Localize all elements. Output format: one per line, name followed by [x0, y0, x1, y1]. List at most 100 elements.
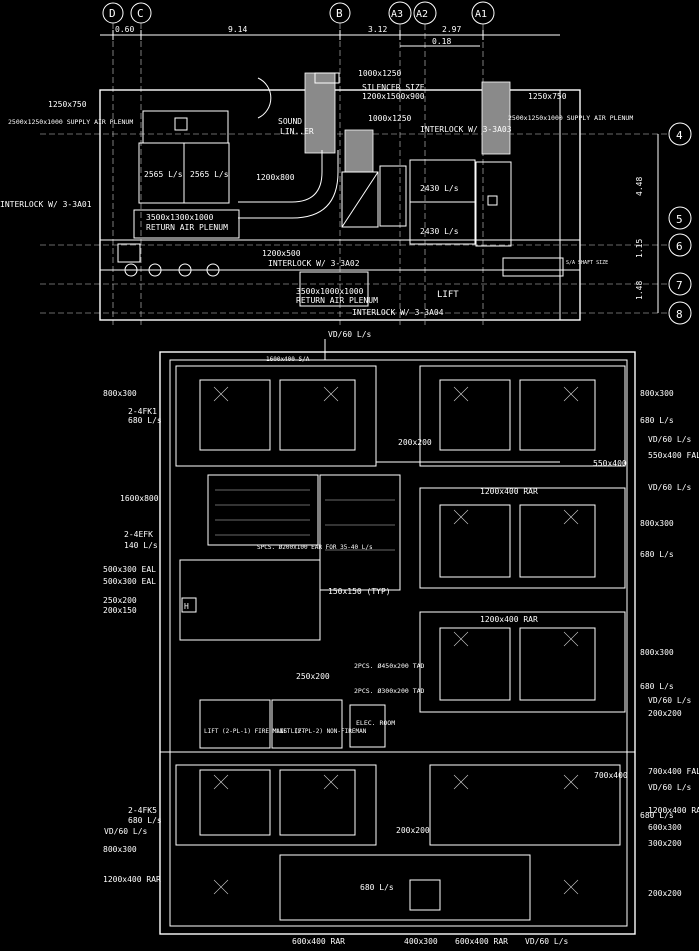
note-150: 150x150 (TYP) — [328, 587, 391, 596]
dim-right-9: 700x400 FAL — [648, 767, 699, 776]
dim-top-2: 3.12 — [368, 25, 387, 34]
bottom-dim-2: 600x400 RAR — [455, 937, 508, 946]
side-dimension-line: 4.48 1.15 1.48 — [635, 134, 659, 313]
dim-1200x500: 1200x500 — [262, 249, 301, 258]
fcu-zone-mid-right-1: 1200x400 RAR 800x300 680 L/s — [419, 487, 674, 589]
silencer-dims: 1200x1500x900 — [362, 92, 425, 101]
dim-1250x750-right: 1250x750 — [528, 92, 567, 101]
dim-1000x1250-a: 1000x1250 — [358, 69, 402, 78]
rar-note-2: 1200x400 RAR — [480, 615, 538, 624]
top-plan-walls — [99, 77, 581, 321]
grid-col-B: B — [336, 7, 343, 20]
plenum-bottom-name: RETURN AIR PLENUM — [296, 296, 378, 305]
ahu-flow-2: 2565 L/s — [190, 170, 229, 179]
dim-1000x1250-b: 1000x1250 — [368, 114, 412, 123]
dim-side-0: 4.48 — [635, 177, 644, 196]
svg-text:H: H — [184, 602, 189, 611]
dim-right-8: 200x200 — [648, 709, 682, 718]
plenum-bottom-strip: 1200x500 INTERLOCK W/ 3-3A02 3500x1000x1… — [117, 243, 608, 317]
dim-left-0: 800x300 — [103, 389, 137, 398]
vd-label-top: VD/60 L/s — [328, 330, 372, 339]
stair-core: 1600x800 2-4EFK 140 L/s SPCS. Ø200x100 E… — [103, 474, 401, 641]
lift-1: LIFT (2-PL-1) FIRE MANS LIFT — [204, 728, 306, 735]
top-dimension-line: 0.60 9.14 3.12 2.97 0.18 — [100, 25, 560, 47]
dim-left-5: 200x150 — [103, 606, 137, 615]
vd-right-2: VD/60 L/s — [648, 696, 692, 705]
interlock-3a04: INTERLOCK W/ 3-3A04 — [352, 308, 444, 317]
dim-side-2: 1.48 — [635, 281, 644, 300]
grid-col-A3: A3 — [391, 9, 403, 20]
fal-right-0: 550x400 FAL — [648, 451, 699, 460]
diffusers — [213, 386, 579, 895]
dim-right-11: 1200x400 RAR — [648, 806, 699, 815]
dim-side-1: 1.15 — [635, 239, 644, 258]
silencer-mid — [344, 129, 374, 173]
dim-right-0: 800x300 — [640, 389, 674, 398]
ahu-flow-3: 2430 L/s — [420, 184, 459, 193]
bottom-flow: 680 L/s — [360, 883, 394, 892]
lift-label-top: LIFT — [437, 290, 459, 300]
dim-right-6: 800x300 — [640, 648, 674, 657]
plenum-left-name: RETURN AIR PLENUM — [146, 223, 228, 232]
bottom-dim-0: 600x400 RAR — [292, 937, 345, 946]
top-duct-label: 1600x400 S/A — [266, 356, 310, 363]
dim-200x200-a: 200x200 — [398, 438, 432, 447]
vd-right-0: VD/60 L/s — [648, 435, 692, 444]
dim-250x200: 250x200 — [296, 672, 330, 681]
vd-left: VD/60 L/s — [104, 827, 148, 836]
fan-label: 2-4EFK — [124, 530, 153, 539]
dim-200x200-b: 200x200 — [396, 826, 430, 835]
grid-col-D: D — [109, 7, 116, 20]
grid-lines — [40, 23, 669, 325]
fcu-flow-2: 680 L/s — [640, 416, 674, 425]
grid-row-6: 6 — [676, 240, 683, 253]
grid-column-bubbles: D C B A3 A2 A1 — [102, 1, 495, 25]
floor-plan-outline — [159, 351, 636, 935]
silencer-left — [304, 72, 340, 154]
fcu-zone-mid-right-2: 1200x400 RAR 800x300 680 L/s VD/60 L/s 2… — [419, 611, 692, 718]
supply-plenum-right: 2500x1250x1000 SUPPLY AIR PLENUM — [508, 114, 633, 122]
dim-right-5: 800x300 — [640, 519, 674, 528]
dim-left-2: 500x300 EAL — [103, 565, 156, 574]
grid-col-A2: A2 — [416, 9, 428, 20]
grid-row-7: 7 — [676, 279, 683, 292]
dim-left-3: 500x300 EAL — [103, 577, 156, 586]
dim-1250x750-left: 1250x750 — [48, 100, 87, 109]
dim-1200x800: 1200x800 — [256, 173, 295, 182]
tad-note-2: 2PCS. Ø300x200 TAD — [354, 687, 425, 695]
fcu-zone-top-left: 680 L/s 800x300 2-4FK1 — [103, 365, 377, 467]
dim-top-0: 0.60 — [115, 25, 134, 34]
lift-2: LIFT (2-PL-2) NON-FIREMAN — [276, 728, 367, 735]
ahu-flow-4: 2430 L/s — [420, 227, 459, 236]
stair-note: SPCS. Ø200x100 EAR FOR 35-40 L/s — [257, 544, 373, 551]
vd-right-3: VD/60 L/s — [648, 783, 692, 792]
ahu-left-group: 2565 L/s 2565 L/s INTERLOCK W/ 3-3A01 35… — [0, 110, 240, 239]
dim-top-3: 2.97 — [442, 25, 461, 34]
vd-right-1: VD/60 L/s — [648, 483, 692, 492]
fcu-label-1: 2-4FK1 — [128, 407, 157, 416]
fcu-label-5: 2-4FK5 — [128, 806, 157, 815]
dim-700: 700x400 — [594, 771, 628, 780]
fcu-flow-3: 680 L/s — [640, 550, 674, 559]
lined-label: LIN..ER — [280, 127, 314, 136]
bottom-dims: 600x400 RAR 400x300 600x400 RAR VD/60 L/… — [292, 937, 569, 946]
grid-col-C: C — [137, 7, 144, 20]
dim-left-7: 1200x400 RAR — [103, 875, 161, 884]
dim-right-13: 300x200 — [648, 839, 682, 848]
dim-left-4: 250x200 — [103, 596, 137, 605]
dim-right-12: 600x300 — [648, 823, 682, 832]
supply-plenum-left: 2500x1250x1000 SUPPLY AIR PLENUM — [8, 118, 133, 126]
curved-duct: 1200x800 — [238, 150, 339, 219]
ahu-flow-1: 2565 L/s — [144, 170, 183, 179]
fcu-flow-5: 680 L/s — [128, 816, 162, 825]
dim-left-1: 1600x800 — [120, 494, 159, 503]
grid-col-A1: A1 — [475, 9, 487, 20]
shaft-label: S/A SHAFT SIZE — [566, 260, 608, 266]
fan-flow: 140 L/s — [124, 541, 158, 550]
dim-top-1: 9.14 — [228, 25, 247, 34]
interlock-3a01: INTERLOCK W/ 3-3A01 — [0, 200, 92, 209]
bottom-dim-1: 400x300 — [404, 937, 438, 946]
fcu-flow-1: 680 L/s — [128, 416, 162, 425]
plenum-bottom-dims: 3500x1000x1000 — [296, 287, 364, 296]
